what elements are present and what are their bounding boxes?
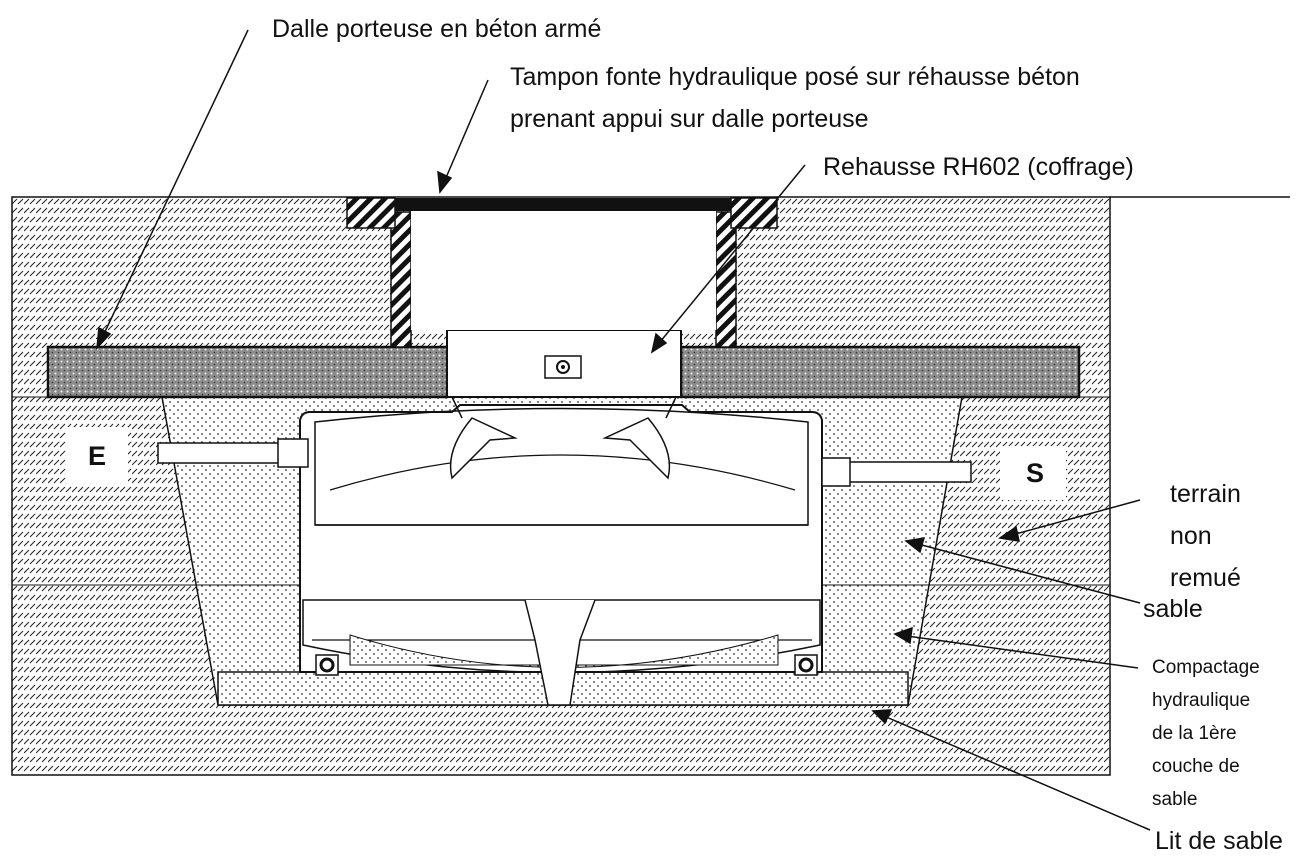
arrow-terrain <box>998 525 1020 542</box>
load-bearing-slab-right <box>679 345 1081 399</box>
leader-compactage <box>906 635 1139 669</box>
label-compactage-line3: de la 1ère <box>1152 723 1237 744</box>
label-terrain-line2: non <box>1170 522 1212 550</box>
outlet-label: S <box>1026 458 1044 488</box>
riser-plug-icon <box>544 355 582 379</box>
arrow-compactage <box>893 626 913 645</box>
label-compactage-line4: couche de <box>1152 756 1240 777</box>
tank-upper-dome <box>314 407 809 526</box>
arrow-tampon <box>437 170 453 194</box>
leader-lit <box>883 715 1151 831</box>
leader-terrain <box>1011 499 1141 536</box>
load-bearing-slab-left <box>46 345 449 399</box>
arrow-sable <box>904 537 926 554</box>
inlet-label: E <box>88 441 106 471</box>
label-terrain-line3: remué <box>1170 564 1241 592</box>
anchor-lug-right <box>794 654 818 676</box>
label-lit: Lit de sable <box>1155 827 1283 855</box>
manhole-frame-right <box>730 197 778 229</box>
outlet-baffle <box>602 417 671 480</box>
inlet-baffle <box>449 417 518 480</box>
riser-neck <box>451 396 677 419</box>
label-sable: sable <box>1143 595 1203 623</box>
riser-shaft-interior <box>411 211 716 330</box>
leader-sable <box>917 543 1141 604</box>
concrete-riser-wall-right <box>715 211 737 348</box>
label-tampon-line2: prenant appui sur dalle porteuse <box>510 105 869 133</box>
label-dalle: Dalle porteuse en béton armé <box>272 15 601 43</box>
arrow-dalle <box>96 326 112 351</box>
leader-rehausse <box>659 164 806 343</box>
label-terrain-line1: terrain <box>1170 480 1241 508</box>
cast-iron-manhole-cover <box>395 198 731 211</box>
label-rehausse: Rehausse RH602 (coffrage) <box>823 153 1134 181</box>
inlet-label-box <box>66 427 128 483</box>
tank-inner-curve-top <box>329 454 796 491</box>
label-tampon-line1: Tampon fonte hydraulique posé sur réhaus… <box>510 63 1080 91</box>
arrow-lit <box>871 709 893 725</box>
outlet-label-box <box>1000 446 1066 500</box>
tank-partition <box>524 599 596 706</box>
label-compactage-line2: hydraulique <box>1152 690 1250 711</box>
manhole-frame-left <box>346 197 396 229</box>
outlet-pipe <box>821 457 972 487</box>
label-compactage-line5: sable <box>1152 789 1197 810</box>
inlet-pipe <box>157 438 309 468</box>
leader-dalle <box>101 29 249 339</box>
concrete-riser-wall-left <box>390 211 412 348</box>
anchor-lug-left <box>315 654 339 676</box>
label-compactage-line1: Compactage <box>1152 657 1260 678</box>
arrow-rehausse <box>650 332 668 354</box>
leader-tampon <box>444 79 489 181</box>
